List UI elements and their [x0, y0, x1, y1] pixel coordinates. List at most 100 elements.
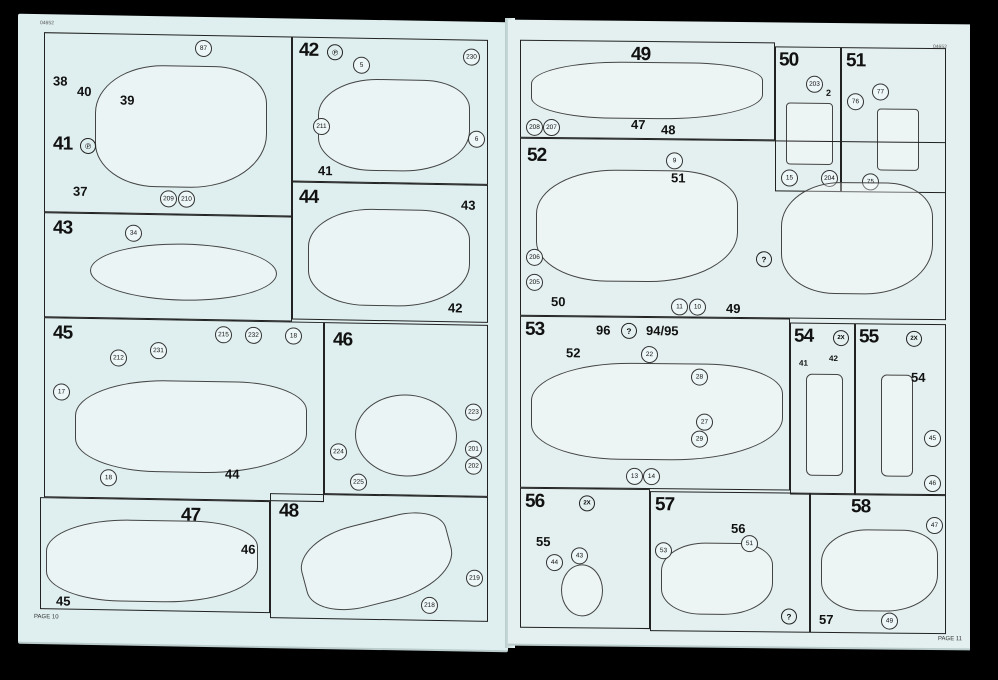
step-52-panel: 52 9 206 205 11 10 51 50 49 ?: [520, 137, 946, 321]
step-number: 55: [859, 326, 879, 348]
part-callout: 232: [245, 326, 262, 344]
part-callout: 29: [691, 430, 708, 448]
part-callout: 209: [160, 190, 177, 208]
part-number: 37: [73, 183, 88, 199]
step-number: 51: [846, 50, 866, 72]
part-number: 56: [731, 520, 746, 537]
part-callout: 218: [421, 596, 438, 615]
landing-gear-drawing: [821, 528, 938, 613]
step-53-panel: 53 96 ? 94/95 52 22 28 27 29 13 14: [520, 315, 790, 491]
step-number: 57: [655, 494, 675, 516]
step-58-panel: 58 57 47 49: [810, 492, 946, 635]
part-callout: 77: [872, 83, 889, 101]
part-number: 39: [120, 92, 135, 108]
part-callout: 223: [465, 403, 482, 421]
part-callout: 231: [150, 342, 167, 360]
strut-drawing: [881, 374, 913, 477]
step-number: 41: [53, 133, 73, 155]
part-callout: 22: [641, 345, 658, 364]
part-callout: 47: [926, 516, 943, 535]
part-callout: 203: [806, 75, 823, 93]
fuselage-drawing: [536, 168, 738, 283]
part-callout: 53: [655, 542, 672, 560]
step-number: 44: [299, 186, 319, 208]
step-55-panel: 55 2X 54 45 46: [855, 323, 946, 497]
fuselage-drawing: [75, 378, 307, 475]
part-callout: 76: [847, 93, 864, 111]
fuselage-drawing: [531, 60, 763, 121]
option-left: 96: [596, 322, 611, 338]
part-callout: 206: [526, 248, 543, 266]
part-number: 57: [819, 611, 834, 627]
fuselage-drawing: [95, 64, 267, 190]
part-callout: 18: [285, 327, 302, 345]
step-number: 54: [794, 325, 814, 347]
part-callout: 215: [215, 326, 232, 344]
part-number: 46: [241, 541, 256, 557]
part-number: 40: [77, 83, 92, 100]
part-callout: 230: [463, 48, 480, 66]
page-number: PAGE 10: [34, 614, 59, 621]
part-callout: 49: [881, 612, 898, 630]
part-callout: 17: [53, 383, 70, 401]
fuselage-result-drawing: [781, 181, 933, 296]
page-number: PAGE 11: [938, 636, 963, 643]
question-icon: ?: [781, 608, 797, 625]
part-callout: 45: [924, 429, 941, 448]
part-callout: 11: [671, 298, 688, 316]
part-number: 55: [536, 533, 551, 550]
part-number: 47: [631, 116, 646, 133]
part-number: 43: [461, 197, 476, 213]
question-icon: ?: [621, 322, 637, 339]
step-43-panel: 43 34: [44, 212, 292, 322]
part-callout: 208: [526, 118, 543, 136]
part-callout: 6: [468, 130, 485, 148]
right-page: 04652 49 208 207 47 48 50 203 204 15 2 5…: [508, 19, 970, 649]
step-42-panel: 42 ℗ 230 211 6 5 41: [292, 36, 488, 185]
part-callout: 202: [465, 457, 482, 475]
glue-icon: ℗: [327, 44, 343, 61]
part-number: 38: [53, 73, 68, 89]
step-41-panel: 87 209 210 38 40 39 37 41 ℗: [44, 32, 292, 217]
part-number: 52: [566, 345, 581, 361]
floor-drawing: [90, 241, 277, 303]
step-57-panel: 57 56 53 51 ?: [650, 491, 810, 633]
step-54-panel: 54 2X 41 42: [790, 322, 855, 496]
part-callout: 224: [330, 443, 347, 461]
part-callout: 201: [465, 440, 482, 458]
quantity-badge: 2X: [579, 495, 595, 512]
part-callout: 43: [571, 547, 588, 565]
step-46-panel: 46 223 224 201 202 225: [324, 322, 488, 497]
left-page: 04652 87 209 210 38 40 39 37 41 ℗ 42 ℗ 2…: [18, 13, 508, 651]
part-number: 49: [726, 300, 741, 317]
part-callout: 18: [100, 469, 117, 487]
part-callout: 9: [666, 152, 683, 170]
part-callout: 46: [924, 474, 941, 493]
part-callout: 27: [696, 413, 713, 431]
step-44-panel: 44 43 42: [292, 181, 488, 323]
part-number: 41: [799, 358, 808, 368]
step-number: 52: [527, 144, 547, 166]
part-callout: 10: [689, 298, 706, 316]
part-callout: 34: [125, 224, 142, 242]
step-number: 58: [851, 496, 871, 518]
part-callout: 51: [741, 535, 758, 553]
part-callout: 210: [178, 190, 195, 208]
step-47-panel: 47 46 45: [40, 497, 270, 614]
part-callout: 44: [546, 553, 563, 572]
part-callout: 219: [466, 569, 483, 587]
step-number: 46: [333, 329, 353, 351]
step-number: 42: [299, 39, 319, 61]
part-number: 42: [829, 353, 838, 364]
step-number: 45: [53, 322, 73, 344]
part-number: 42: [448, 300, 463, 316]
step-number: 50: [779, 49, 799, 71]
step-number: 56: [525, 490, 545, 512]
part-number: 50: [551, 294, 566, 310]
step-45-panel: 45 212 231 215 232 18 17 18 44: [44, 317, 324, 503]
strut-drawing: [806, 373, 843, 477]
step-number: 48: [279, 500, 299, 522]
question-icon: ?: [756, 251, 772, 268]
part-callout: 13: [626, 467, 643, 485]
part-callout: 14: [643, 467, 660, 486]
